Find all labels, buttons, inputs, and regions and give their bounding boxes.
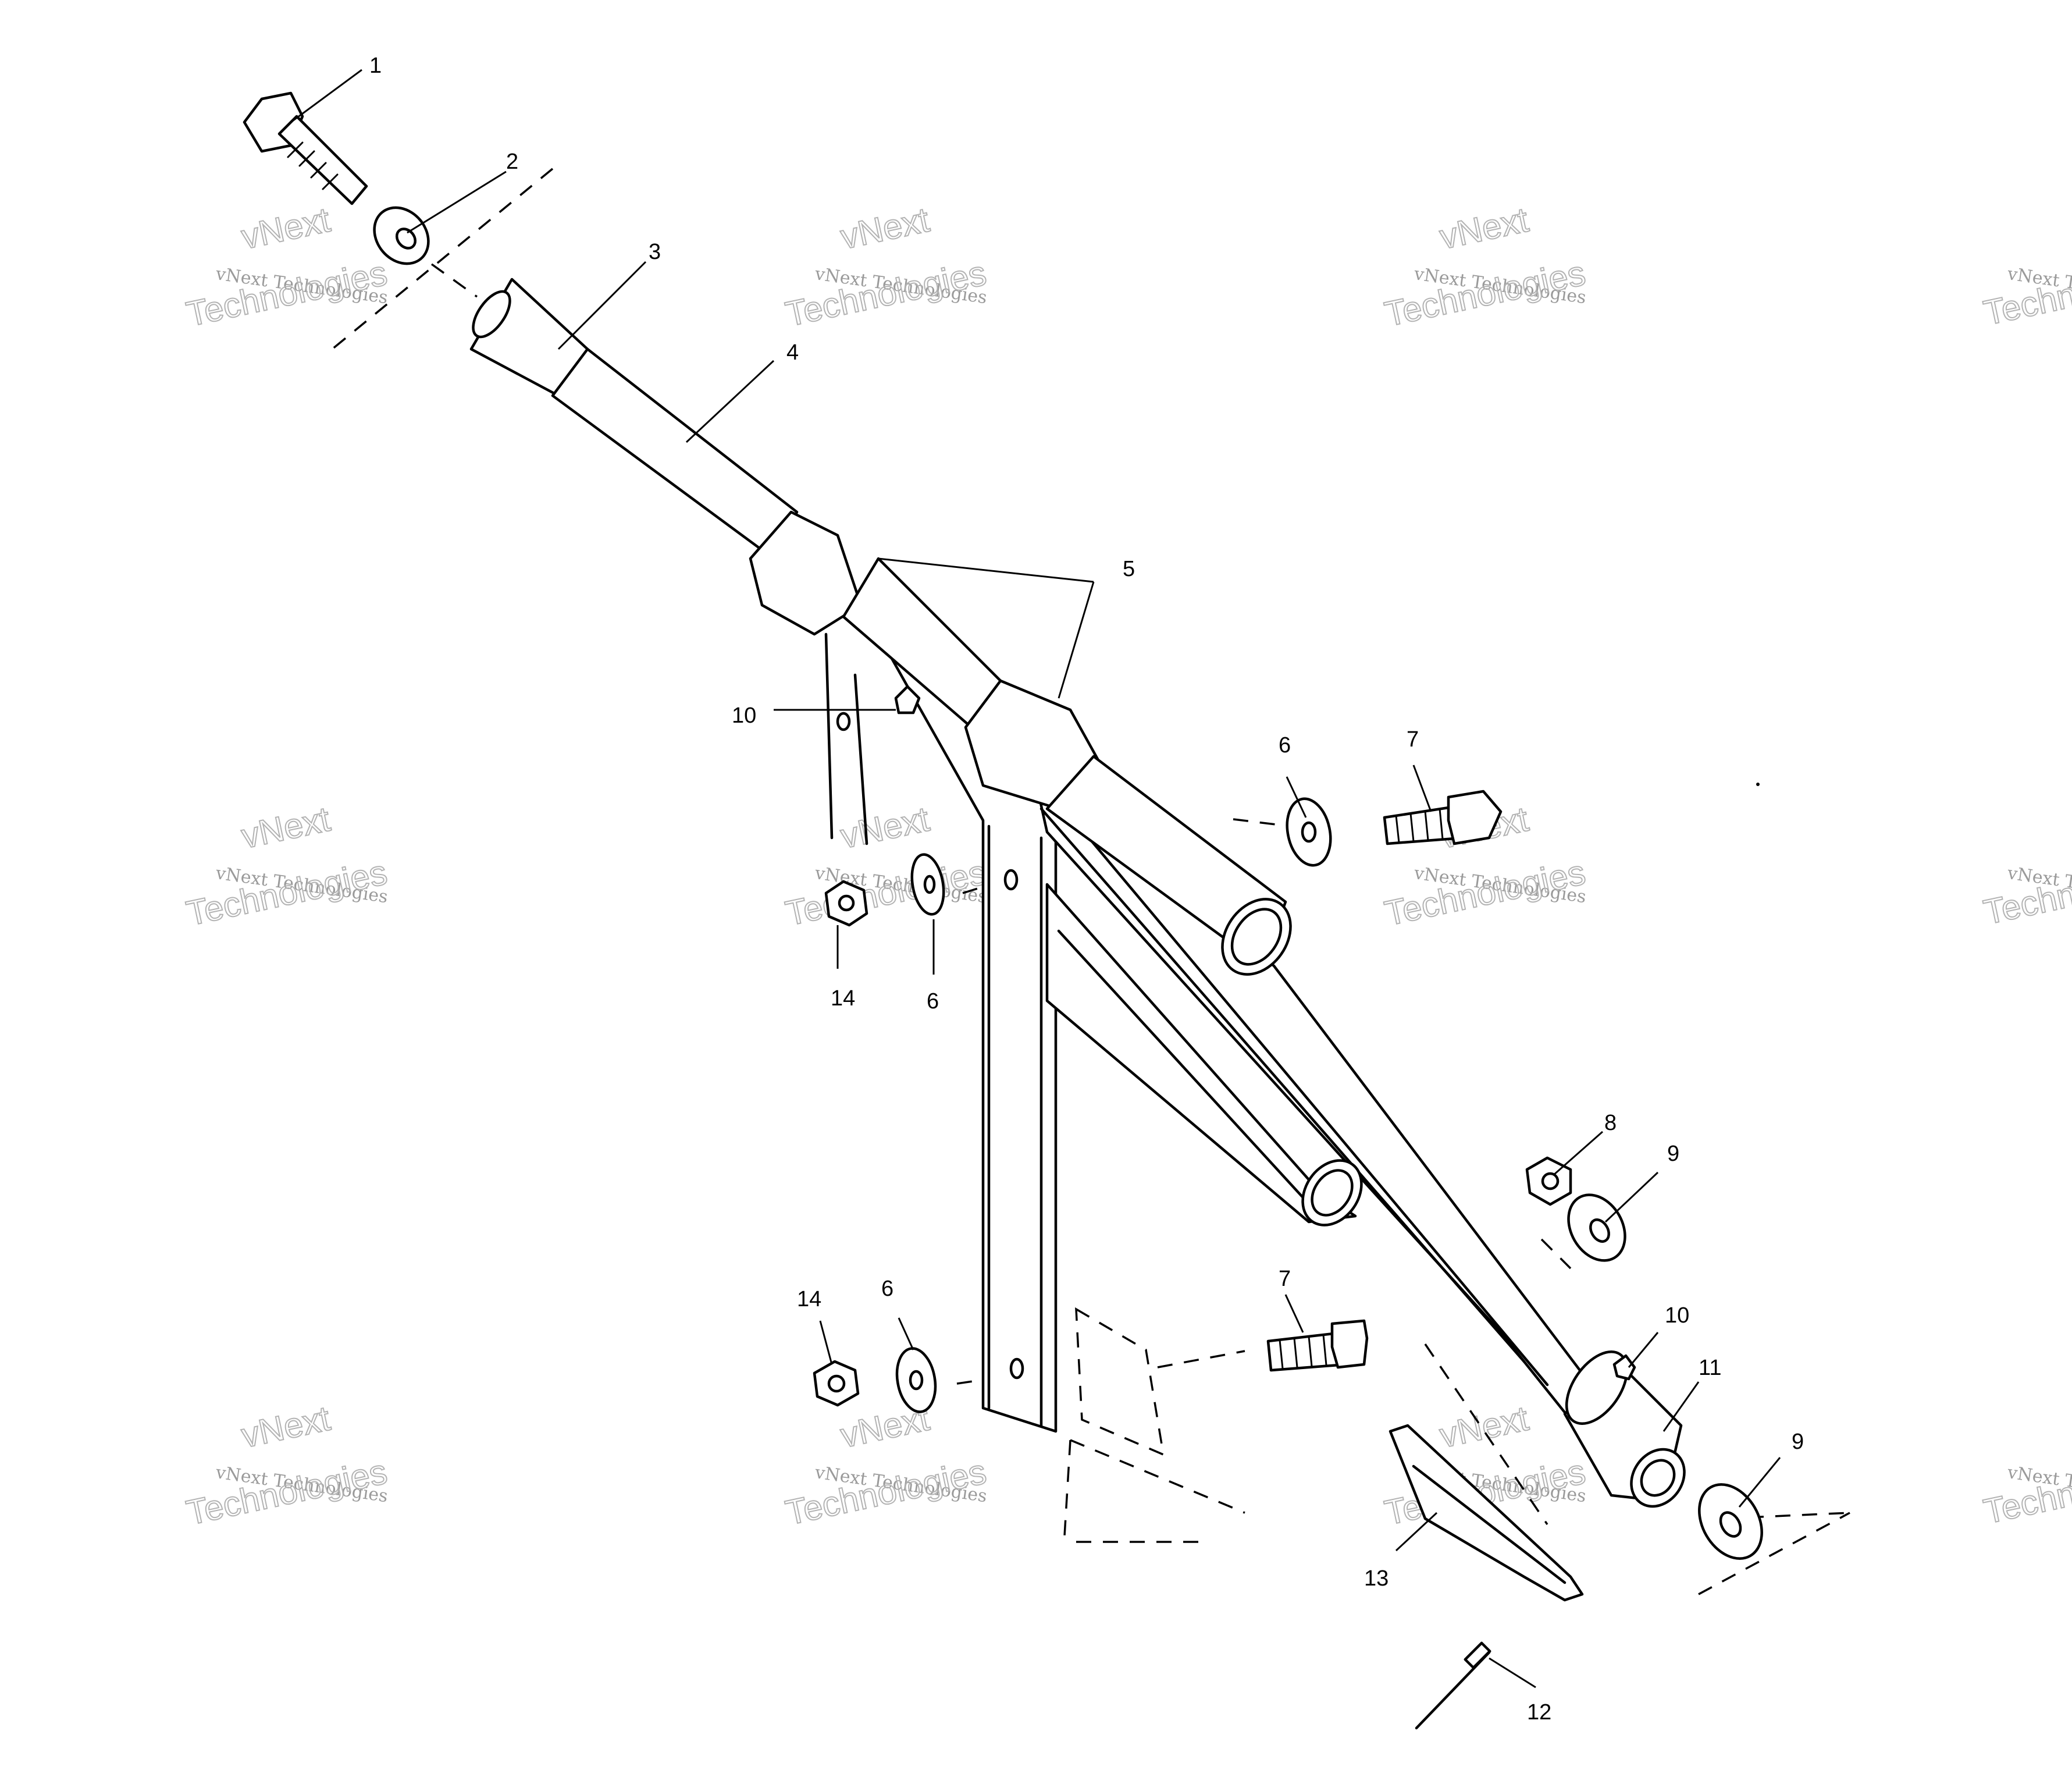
callout-3: 3 <box>649 240 661 264</box>
washer-6-middle <box>910 853 945 916</box>
washer-6-lower <box>895 1347 937 1413</box>
watermark: vNext Technologies vNext Technologies <box>183 799 391 934</box>
callout-5: 5 <box>1123 557 1135 581</box>
watermark: vNext Technologies vNext Technologies <box>183 1398 391 1533</box>
callout-7: 7 <box>1407 727 1419 752</box>
watermark-brand: Technologies <box>782 253 990 333</box>
watermark-brand: Technologies <box>1980 252 2072 332</box>
washer-9-lower <box>1698 1483 1763 1560</box>
washer-2 <box>373 206 430 265</box>
watermark-brand: Technologies <box>782 852 990 933</box>
callout-4: 4 <box>786 340 799 365</box>
watermark-brand: vNext <box>837 200 932 257</box>
callout-14: 14 <box>831 986 855 1011</box>
callout-14: 14 <box>797 1287 821 1311</box>
main-tube-assembly <box>469 278 1363 1227</box>
callout-9: 9 <box>1792 1430 1804 1454</box>
tube-outer-end <box>1045 755 1287 968</box>
tube-end-cap <box>472 290 511 339</box>
tube-part-4 <box>551 347 799 560</box>
callout-6: 6 <box>1279 733 1291 758</box>
watermark-brand: Technologies <box>1382 852 1589 933</box>
watermark-brand: Technologies <box>183 852 391 933</box>
suspension-arm <box>795 592 1601 1433</box>
plate-hole <box>836 712 851 731</box>
watermark: vNext Technologies Technologies <box>1980 851 2072 932</box>
bolt-7-lower <box>1266 1319 1369 1372</box>
callout-1: 1 <box>369 54 382 78</box>
watermark-brand: Technologies <box>1980 851 2072 932</box>
bolt-1 <box>243 91 368 205</box>
bracket-outline <box>1075 1307 1165 1456</box>
watermark: vNext Technologies Technologies <box>1980 1450 2072 1531</box>
callout-2: 2 <box>506 150 518 174</box>
callout-9: 9 <box>1667 1142 1679 1166</box>
watermark-brand: Technologies <box>1980 1451 2072 1531</box>
watermark-brand: vNext <box>1436 200 1532 257</box>
watermark-brand: vNext <box>1436 1399 1532 1455</box>
watermark: vNext Technologies Technologies <box>1980 251 2072 333</box>
lower-tube-opening <box>1301 1159 1363 1227</box>
plate-13 <box>1389 1424 1584 1602</box>
watermark-brand: vNext <box>238 200 333 257</box>
watermark: vNext Technologies vNext Technologies <box>1381 200 1590 335</box>
grease-fitting-10-upper <box>894 685 921 715</box>
callout-labels: 1 2 3 4 5 6 6 6 7 7 8 9 9 10 10 11 12 13… <box>369 54 1804 1725</box>
leader-lines <box>290 69 1781 1689</box>
stray-mark <box>1756 783 1760 786</box>
callout-13: 13 <box>1364 1566 1389 1591</box>
watermark-brand: vNext <box>238 799 333 856</box>
watermark: vNext Technologies vNext Technologies <box>782 200 991 335</box>
watermark-brand: Technologies <box>782 1452 990 1532</box>
callout-11: 11 <box>1699 1356 1721 1380</box>
watermark-brand: Technologies <box>183 253 391 333</box>
watermark: vNext Technologies vNext Technologies <box>782 799 991 934</box>
washer-9-upper <box>1567 1193 1626 1262</box>
watermark: vNext Technologies vNext Technologies <box>782 1398 991 1533</box>
grease-fitting-10-lower <box>1612 1354 1636 1381</box>
watermark-brand: vNext <box>238 1399 333 1455</box>
bolt-7-upper <box>1383 790 1503 845</box>
watermark-brand: vNext <box>837 799 932 856</box>
shaft-11 <box>1563 1350 1686 1508</box>
callout-10: 10 <box>1665 1303 1689 1328</box>
callout-8: 8 <box>1604 1111 1617 1135</box>
callout-10: 10 <box>732 703 756 728</box>
rivet-12 <box>1415 1641 1491 1730</box>
callout-7: 7 <box>1279 1267 1291 1291</box>
washer-6-upper <box>1286 797 1332 867</box>
nut-14-lower <box>813 1360 860 1407</box>
tube-opening <box>1221 898 1292 976</box>
watermark: vNext Technologies vNext Technologies <box>183 200 391 335</box>
watermark-brand: Technologies <box>183 1452 391 1532</box>
plate-hole <box>1009 1357 1024 1380</box>
nut-14-upper <box>824 880 868 927</box>
callout-6: 6 <box>927 989 939 1014</box>
callout-6: 6 <box>881 1277 893 1301</box>
watermark-brand: Technologies <box>1382 253 1589 333</box>
callout-12: 12 <box>1527 1700 1551 1725</box>
plate-hole <box>1003 869 1019 891</box>
